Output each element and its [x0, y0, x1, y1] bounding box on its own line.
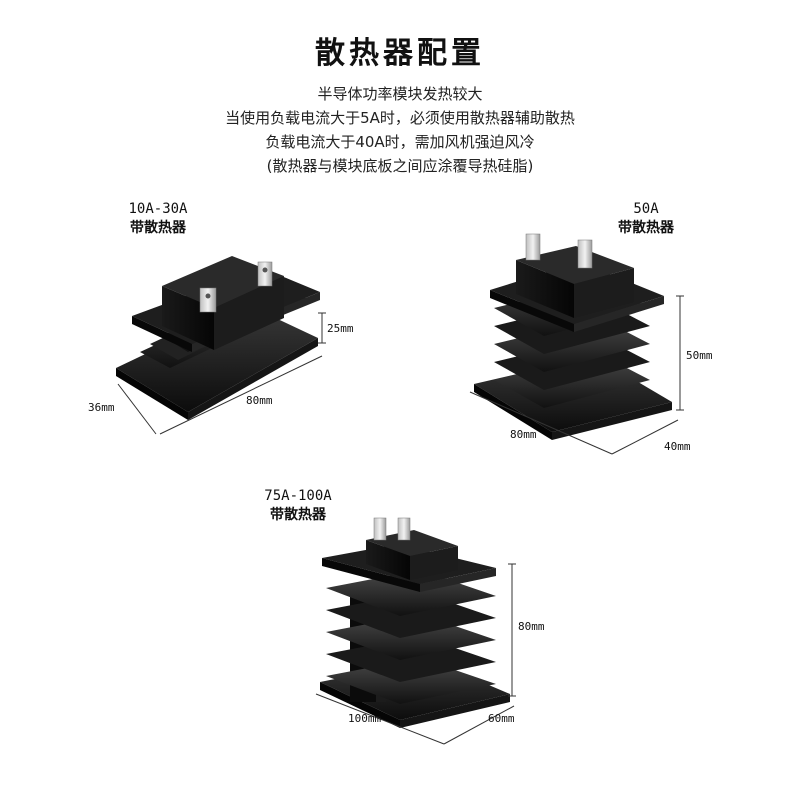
- sink-2-dimensions: 50mm 80mm 40mm: [469, 295, 713, 455]
- sink-1-length-label: 80mm: [246, 394, 273, 407]
- sink-2-caption: 50A 带散热器: [596, 200, 696, 238]
- sink-3-height-label: 80mm: [518, 620, 545, 633]
- sink-2-length-label: 80mm: [510, 428, 537, 441]
- sink-2-rating: 50A: [633, 201, 659, 217]
- sink-2-width-label: 40mm: [664, 440, 691, 453]
- sink-1-caption: 10A-30A 带散热器: [108, 200, 208, 238]
- description-line: 负载电流大于40A时，需加风机强迫风冷: [265, 133, 535, 151]
- description: 半导体功率模块发热较大 当使用负载电流大于5A时，必须使用散热器辅助散热 负载电…: [0, 82, 800, 178]
- sink-1-dimensions: 25mm 80mm 36mm: [88, 312, 354, 435]
- heatsink-large: [320, 517, 510, 728]
- sink-1-height-label: 25mm: [327, 322, 354, 335]
- sink-3-label: 带散热器: [270, 507, 326, 523]
- description-line: 当使用负载电流大于5A时，必须使用散热器辅助散热: [225, 109, 575, 127]
- sink-3-caption: 75A-100A 带散热器: [248, 487, 348, 525]
- sink-1-width-label: 36mm: [88, 401, 115, 414]
- description-line: 半导体功率模块发热较大: [317, 85, 483, 103]
- description-line: (散热器与模块底板之间应涂覆导热硅脂): [266, 157, 534, 175]
- heatsink-medium: [474, 233, 672, 440]
- sink-2-height-label: 50mm: [686, 349, 713, 362]
- heatsink-small: [116, 256, 320, 420]
- page-title: 散热器配置: [315, 36, 485, 71]
- sink-1-rating: 10A-30A: [128, 201, 188, 217]
- sink-3-dimensions: 80mm 100mm 60mm: [315, 563, 545, 745]
- sink-3-rating: 75A-100A: [264, 488, 332, 504]
- sink-2-label: 带散热器: [618, 220, 674, 236]
- sink-3-length-label: 100mm: [348, 712, 381, 725]
- sink-1-label: 带散热器: [130, 220, 186, 236]
- sink-3-width-label: 60mm: [488, 712, 515, 725]
